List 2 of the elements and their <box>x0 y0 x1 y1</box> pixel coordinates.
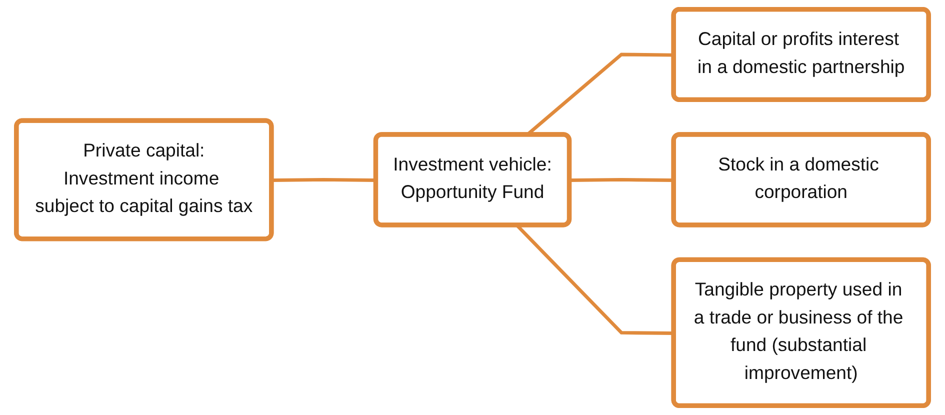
connector <box>570 178 674 182</box>
connector <box>272 178 376 182</box>
